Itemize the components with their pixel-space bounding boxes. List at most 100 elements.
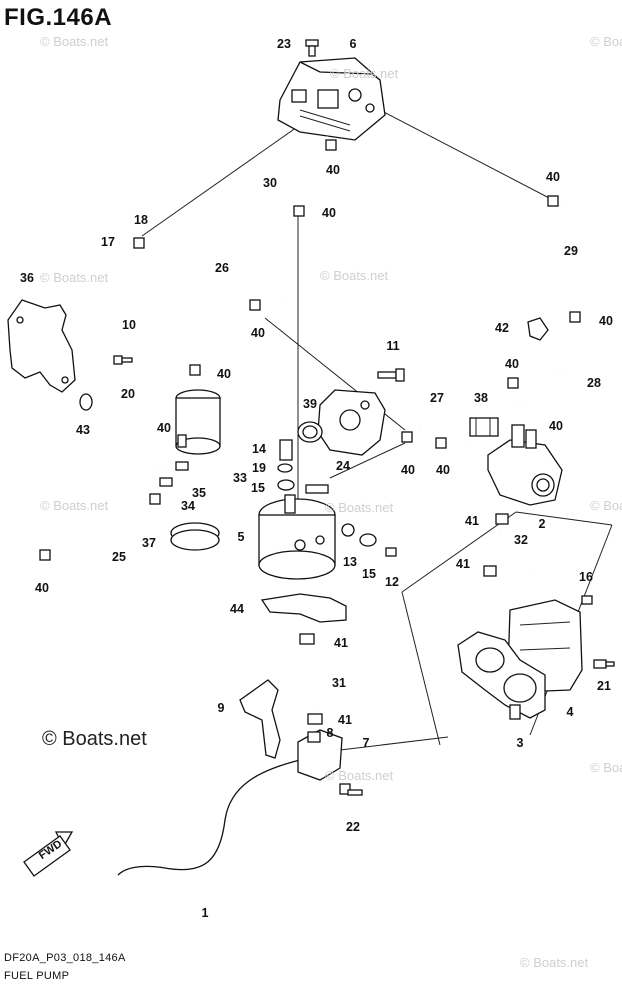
watermark: © Boats.net — [325, 500, 394, 515]
part-22-bolt — [339, 783, 363, 796]
callout-37: 37 — [142, 536, 156, 550]
watermark: © Boats.net — [320, 268, 389, 283]
callout-41: 41 — [338, 713, 352, 727]
fwd-arrow-icon — [23, 831, 74, 877]
callout-29: 29 — [564, 244, 578, 258]
watermark: © Boats.net — [330, 66, 399, 81]
callout-27: 27 — [430, 391, 444, 405]
part-42-clip — [527, 317, 549, 341]
parts-14-19-15 — [277, 439, 295, 491]
part-39-o-ring — [297, 421, 323, 443]
watermark-large: © Boats.net — [42, 728, 147, 750]
callout-10: 10 — [122, 318, 136, 332]
callout-30: 30 — [263, 176, 277, 190]
callout-9: 9 — [217, 701, 225, 715]
callout-41: 41 — [456, 557, 470, 571]
watermark: © Boats.net — [590, 498, 622, 513]
callout-3: 3 — [516, 736, 524, 750]
callout-40: 40 — [505, 357, 519, 371]
hoses — [63, 136, 607, 876]
callout-40: 40 — [251, 326, 265, 340]
callout-43: 43 — [76, 423, 90, 437]
callout-22: 22 — [346, 820, 360, 834]
callout-44: 44 — [230, 602, 244, 616]
callout-5: 5 — [237, 530, 245, 544]
watermark: © Boats.net — [40, 498, 109, 513]
callout-40: 40 — [326, 163, 340, 177]
callout-17: 17 — [101, 235, 115, 249]
callout-40: 40 — [217, 367, 231, 381]
callout-32: 32 — [514, 533, 528, 547]
callout-1: 1 — [201, 906, 209, 920]
part-6-control-module — [277, 57, 386, 141]
part-20-bolt — [113, 355, 133, 365]
callout-39: 39 — [303, 397, 317, 411]
callout-7: 7 — [362, 736, 370, 750]
part-38-valve — [469, 417, 499, 437]
callout-20: 20 — [121, 387, 135, 401]
callout-40: 40 — [401, 463, 415, 477]
part-33-fuel-filter — [159, 389, 221, 487]
figure-caption: FUEL PUMP — [4, 970, 70, 982]
part-36-bracket — [7, 299, 76, 393]
callout-11: 11 — [386, 339, 400, 353]
callout-36: 36 — [20, 271, 34, 285]
callout-40: 40 — [546, 170, 560, 184]
callout-40: 40 — [599, 314, 613, 328]
callout-13: 13 — [343, 555, 357, 569]
part-43-grommet — [79, 393, 93, 411]
callout-34: 34 — [181, 499, 195, 513]
callout-2: 2 — [538, 517, 546, 531]
part-3-intake — [457, 631, 546, 720]
part-2-throttle-body — [487, 424, 563, 506]
callout-16: 16 — [579, 570, 593, 584]
hose-clamps — [39, 139, 581, 725]
callout-31: 31 — [332, 676, 346, 690]
callout-26: 26 — [215, 261, 229, 275]
part-23-screw — [305, 39, 319, 57]
callout-8: 8 — [326, 726, 334, 740]
watermark: © Boats.net — [325, 768, 394, 783]
callout-40: 40 — [157, 421, 171, 435]
callout-40: 40 — [322, 206, 336, 220]
callout-14: 14 — [252, 442, 266, 456]
callout-40: 40 — [436, 463, 450, 477]
callout-41: 41 — [465, 514, 479, 528]
part-44-seal — [260, 593, 347, 623]
watermark: © Boats.net — [590, 34, 622, 49]
part-9-bracket — [239, 679, 281, 759]
callout-18: 18 — [134, 213, 148, 227]
watermark: © Boats.net — [40, 34, 109, 49]
parts-16-21-bolts — [581, 595, 615, 669]
figure-code: DF20A_P03_018_146A — [4, 952, 126, 964]
callout-4: 4 — [566, 705, 574, 719]
callout-19: 19 — [252, 461, 266, 475]
callout-6: 6 — [349, 37, 357, 51]
watermark: © Boats.net — [590, 760, 622, 775]
callout-38: 38 — [474, 391, 488, 405]
parts-12-13-15 — [341, 523, 397, 557]
callout-42: 42 — [495, 321, 509, 335]
watermark: © Boats.net — [40, 270, 109, 285]
callout-35: 35 — [192, 486, 206, 500]
callout-41: 41 — [334, 636, 348, 650]
part-24-regulator — [317, 389, 386, 456]
part-11-bolt — [377, 368, 405, 382]
callout-25: 25 — [112, 550, 126, 564]
callout-24: 24 — [336, 459, 350, 473]
callout-12: 12 — [385, 575, 399, 589]
callout-28: 28 — [587, 376, 601, 390]
callout-40: 40 — [549, 419, 563, 433]
figure-title: FIG.146A — [4, 4, 113, 31]
callout-33: 33 — [233, 471, 247, 485]
part-8-connector — [297, 729, 343, 781]
callout-21: 21 — [597, 679, 611, 693]
part-37-filter-clip — [170, 522, 220, 551]
part-5-fuel-pump — [258, 484, 336, 580]
callout-40: 40 — [35, 581, 49, 595]
callout-15: 15 — [251, 481, 265, 495]
watermark: © Boats.net — [520, 955, 589, 970]
callout-23: 23 — [277, 37, 291, 51]
